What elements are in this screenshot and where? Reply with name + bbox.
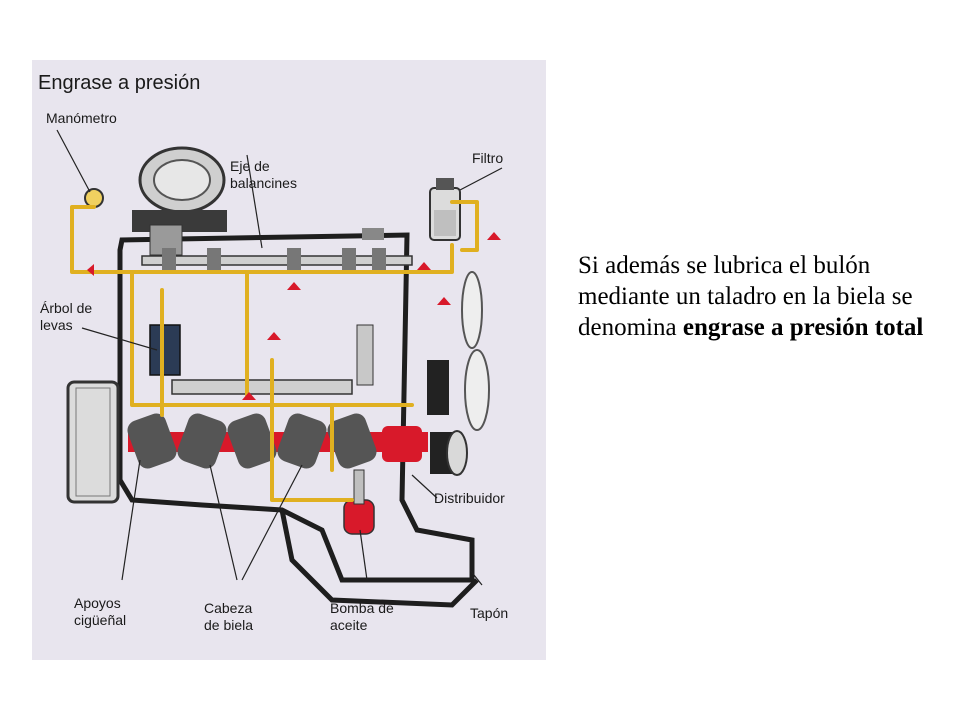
pressure-gauge (84, 188, 104, 208)
figure-title: Engrase a presión (38, 72, 201, 94)
oil-pump (343, 469, 375, 535)
fan-pulleys (427, 271, 490, 476)
oil-filter (429, 178, 461, 241)
label-manometro: Manómetro (46, 110, 117, 126)
caption-text: Si además se lubrica el bulón mediante u… (578, 250, 948, 343)
label-cabeza-biela: Cabeza de biela (204, 600, 254, 633)
engine-block (117, 232, 479, 608)
flow-arrows (87, 232, 501, 400)
rocker-shaft (141, 228, 413, 272)
intake-manifold (132, 146, 227, 256)
engine-lubrication-diagram: Engrase a presión Manómetro Eje de balan… (32, 60, 546, 660)
label-distribuidor: Distribuidor (434, 490, 505, 506)
label-pointers (56, 129, 503, 586)
caption-body: Si además se lubrica el bulón mediante u… (578, 252, 913, 341)
label-eje-balancines: Eje de balancines (230, 158, 297, 191)
label-arbol-levas: Árbol de levas (40, 300, 93, 333)
flywheel (66, 380, 120, 504)
label-tapon: Tapón (470, 605, 509, 621)
engine-illustration (56, 129, 503, 608)
label-bomba-aceite: Bomba de aceite (330, 600, 394, 633)
label-filtro: Filtro (472, 150, 504, 166)
camshaft (149, 324, 374, 395)
caption-bold-term: engrase a presión total (682, 314, 924, 341)
label-apoyos-ciguenal: Apoyos cigüeñal (74, 595, 127, 628)
crankshaft (127, 413, 428, 469)
oil-circuit (70, 200, 479, 502)
